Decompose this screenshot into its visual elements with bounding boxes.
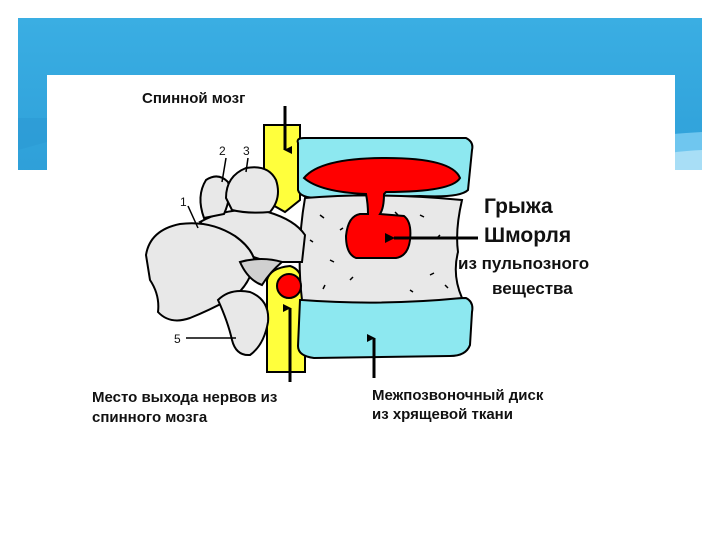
label-nerve-exit-line1: Место выхода нервов из bbox=[92, 389, 277, 406]
marker-5: 5 bbox=[174, 332, 181, 346]
label-disc-line1: Межпозвоночный диск bbox=[372, 387, 544, 404]
marker-3: 3 bbox=[243, 144, 250, 158]
label-hernia-line2: Шморля bbox=[484, 224, 571, 247]
intervertebral-disc-lower bbox=[298, 298, 472, 358]
label-pulpous-line1: из пульпозного bbox=[458, 254, 589, 273]
label-nerve-exit-line2: спинного мозга bbox=[92, 409, 208, 426]
marker-2: 2 bbox=[219, 144, 226, 158]
label-pulpous-line2: вещества bbox=[492, 279, 573, 298]
marker-1: 1 bbox=[180, 195, 187, 209]
label-disc-line2: из хрящевой ткани bbox=[372, 406, 513, 423]
label-spinal-cord: Спинной мозг bbox=[142, 90, 245, 107]
figure-panel: Спинной мозг Грыжа Шморля из пульпозного… bbox=[47, 75, 675, 485]
nerve-exit-point bbox=[277, 274, 301, 298]
label-hernia-line1: Грыжа bbox=[484, 195, 553, 218]
vertebra-diagram: Спинной мозг Грыжа Шморля из пульпозного… bbox=[47, 75, 675, 485]
